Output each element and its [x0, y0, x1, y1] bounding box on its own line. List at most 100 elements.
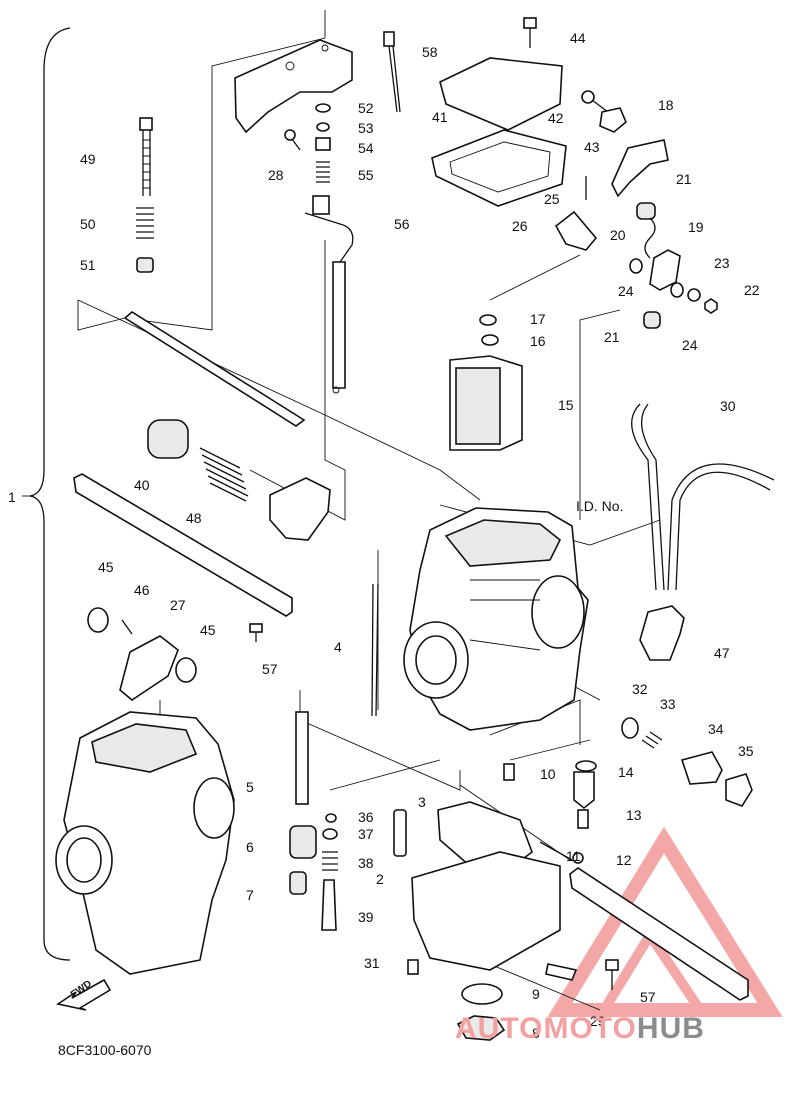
- washer-24-a: [629, 258, 643, 274]
- washer-24-b: [670, 282, 684, 298]
- plunger-34: [680, 751, 723, 785]
- screw-57-b: [605, 959, 619, 990]
- callout-24-a: 24: [618, 283, 634, 299]
- o-ring-36: [325, 813, 337, 823]
- callout-33: 33: [660, 696, 676, 712]
- callout-53: 53: [358, 120, 374, 136]
- callout-31: 31: [364, 955, 380, 971]
- needle-valve-3: [393, 809, 407, 857]
- callout-20: 20: [610, 227, 626, 243]
- callout-39: 39: [358, 909, 374, 925]
- callout-4: 4: [334, 639, 342, 655]
- mount-plate-lower: [569, 867, 749, 1001]
- callout-24-b: 24: [682, 337, 698, 353]
- callout-21-b: 21: [604, 329, 620, 345]
- callout-32: 32: [632, 681, 648, 697]
- jet-holder-5: [295, 711, 309, 805]
- callout-17: 17: [530, 311, 546, 327]
- screw-46: [121, 619, 133, 635]
- nut-22: [704, 298, 718, 314]
- callout-29: 29: [590, 1013, 606, 1029]
- washer-37: [322, 828, 338, 840]
- callout-57-a: 57: [262, 661, 278, 677]
- cable-tie: [383, 31, 401, 113]
- screw-10: [503, 763, 515, 781]
- callout-30: 30: [720, 398, 736, 414]
- hose-56: [304, 195, 354, 394]
- screw-31: [407, 959, 419, 975]
- screw-28: [284, 129, 301, 151]
- collar-45-b: [175, 657, 197, 683]
- lever-18: [611, 139, 669, 198]
- jet-6: [289, 825, 317, 859]
- callout-21-a: 21: [676, 171, 692, 187]
- callout-1: 1: [8, 489, 16, 505]
- callout-46: 46: [134, 582, 150, 598]
- screw-42: [581, 90, 595, 104]
- fitting-43: [599, 107, 627, 133]
- spring-38: [322, 851, 338, 871]
- callout-45-b: 45: [200, 622, 216, 638]
- throttle-shaft: [123, 311, 306, 427]
- callout-56: 56: [394, 216, 410, 232]
- collar-45-a: [87, 607, 109, 633]
- callout-8: 8: [532, 1025, 540, 1041]
- callout-47: 47: [714, 645, 730, 661]
- callout-26: 26: [512, 218, 528, 234]
- pin-11: [539, 841, 573, 861]
- callout-58: 58: [422, 44, 438, 60]
- callout-40: 40: [134, 477, 150, 493]
- washer-stack: [315, 103, 331, 183]
- watermark-text: AUTOMOTOHUB: [455, 1012, 705, 1046]
- callout-3: 3: [418, 794, 426, 810]
- callout-27: 27: [170, 597, 186, 613]
- callout-10: 10: [540, 766, 556, 782]
- callout-55: 55: [358, 167, 374, 183]
- spring-20: [644, 217, 656, 259]
- callout-14: 14: [618, 764, 634, 780]
- carburetor-body-main: [403, 507, 589, 731]
- nut-51: [136, 257, 154, 273]
- top-cover: [439, 57, 563, 131]
- o-ring-14: [575, 760, 597, 772]
- jet-7: [289, 871, 307, 895]
- callout-9: 9: [532, 986, 540, 1002]
- valve-13: [573, 771, 595, 810]
- callout-12: 12: [616, 852, 632, 868]
- callout-23: 23: [714, 255, 730, 271]
- washer-16: [481, 334, 499, 346]
- vent-hoses: [631, 403, 775, 591]
- callout-25: 25: [544, 191, 560, 207]
- throttle-cable-bracket: [234, 39, 353, 134]
- lever-27: [119, 635, 179, 701]
- washer-23: [687, 288, 701, 302]
- callout-18: 18: [658, 97, 674, 113]
- callout-52: 52: [358, 100, 374, 116]
- carburetor-body-left: [55, 711, 235, 975]
- link-block-19: [649, 249, 681, 291]
- callout-15: 15: [558, 397, 574, 413]
- callout-2: 2: [376, 871, 384, 887]
- screw-39: [321, 879, 337, 931]
- watermark-text-1: AUTOMOTO: [455, 1012, 637, 1045]
- callout-48: 48: [186, 510, 202, 526]
- callout-16: 16: [530, 333, 546, 349]
- collar-40: [147, 419, 189, 459]
- callout-44: 44: [570, 30, 586, 46]
- collar-21-b: [643, 311, 661, 329]
- cap-35: [725, 773, 753, 807]
- callout-28: 28: [268, 167, 284, 183]
- screw-57-a: [249, 623, 263, 642]
- callout-13: 13: [626, 807, 642, 823]
- callout-37: 37: [358, 826, 374, 842]
- callout-54: 54: [358, 140, 374, 156]
- needle-4: [375, 583, 379, 717]
- gasket-41: [431, 129, 567, 207]
- washer-17: [479, 314, 497, 326]
- spring-50: [136, 207, 154, 239]
- diagram-code: 8CF3100-6070: [58, 1042, 152, 1058]
- throttle-lever: [269, 477, 331, 541]
- watermark-text-2: HUB: [636, 1012, 705, 1045]
- watermark-logo: [547, 826, 783, 1017]
